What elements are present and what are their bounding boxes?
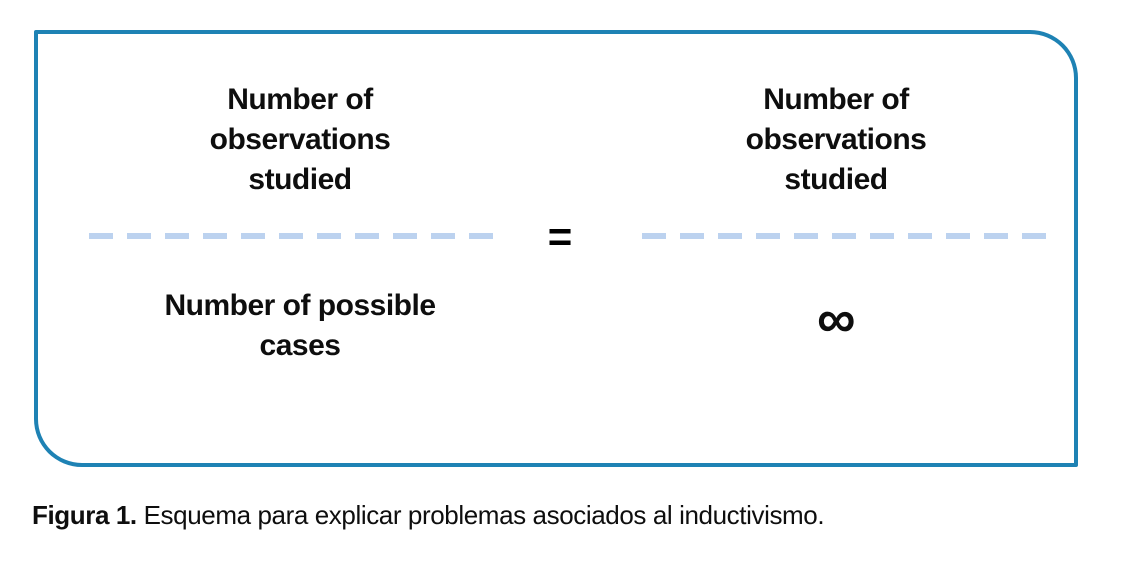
text-line: observations: [209, 123, 391, 156]
text-line: Number of possible: [164, 289, 436, 322]
figure-caption-text: Esquema para explicar problemas asociado…: [143, 500, 825, 530]
left-fraction-numerator: Number of observations studied: [70, 80, 530, 200]
infinity-symbol: ∞: [817, 289, 856, 349]
text-line: cases: [259, 329, 341, 362]
figure-caption: Figura 1. Esquema para explicar problema…: [32, 499, 1102, 532]
left-fraction-bar: [89, 233, 499, 239]
text-line: studied: [248, 163, 352, 196]
diagram-frame: Number of observations studied Number of…: [34, 30, 1078, 467]
figure-caption-label: Figura 1.: [32, 500, 137, 530]
right-fraction-bar: [642, 233, 1056, 239]
text-line: studied: [784, 163, 888, 196]
right-fraction-numerator: Number of observations studied: [606, 80, 1066, 200]
text-line: Number of: [227, 83, 373, 116]
equals-sign: =: [547, 213, 573, 260]
left-fraction-denominator: Number of possible cases: [70, 286, 530, 366]
text-line: Number of: [763, 83, 909, 116]
text-line: observations: [745, 123, 927, 156]
